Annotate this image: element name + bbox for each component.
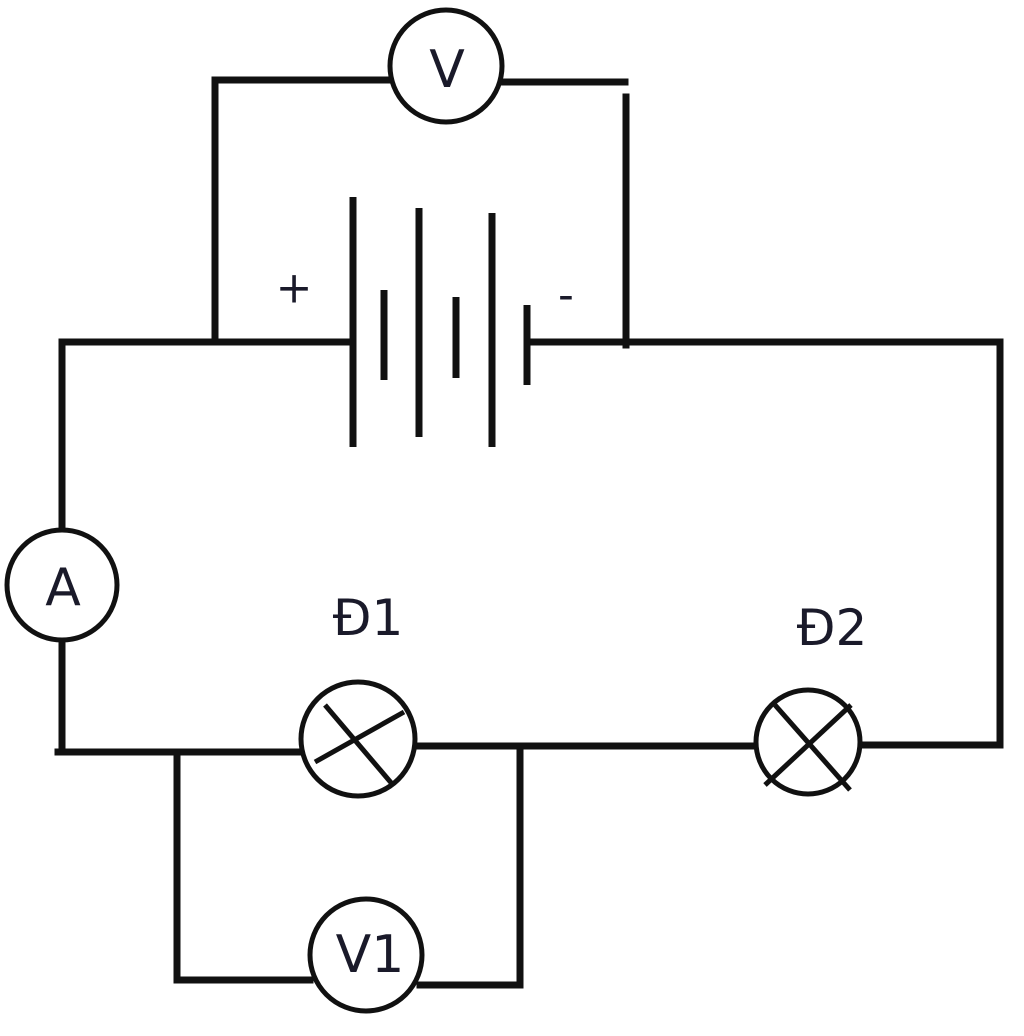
ammeter: A [4,527,120,643]
voltmeter-v1-circle [307,896,425,1014]
lamp-2-label: Đ2 [797,599,868,657]
battery: + - [276,197,574,447]
voltmeter-v-circle [387,7,505,125]
voltmeter-v-branch [211,76,630,349]
battery-minus-label: - [558,270,574,321]
ammeter-circle [4,527,120,643]
voltmeter-v1: V1 [307,896,425,1014]
voltmeter-v1-branch [173,742,524,989]
lamp-1-cross-a [313,709,406,765]
wire-v-left [211,76,396,346]
ammeter-label: A [45,558,81,618]
battery-plus-label: + [276,263,313,314]
voltmeter-v1-label: V1 [336,925,405,985]
main-loop [54,338,1004,756]
wire-v1-left [173,748,314,984]
wire-v1-right [416,742,524,989]
voltmeter-v-label: V [429,40,465,100]
lamp-1-label: Đ1 [333,589,404,647]
lamp-2-cross-b [773,703,852,792]
voltmeter-v: V [387,7,505,125]
lamp-1-cross-b [323,703,395,787]
lamp-1: Đ1 [298,589,418,799]
lamp-2: Đ2 [753,599,868,797]
